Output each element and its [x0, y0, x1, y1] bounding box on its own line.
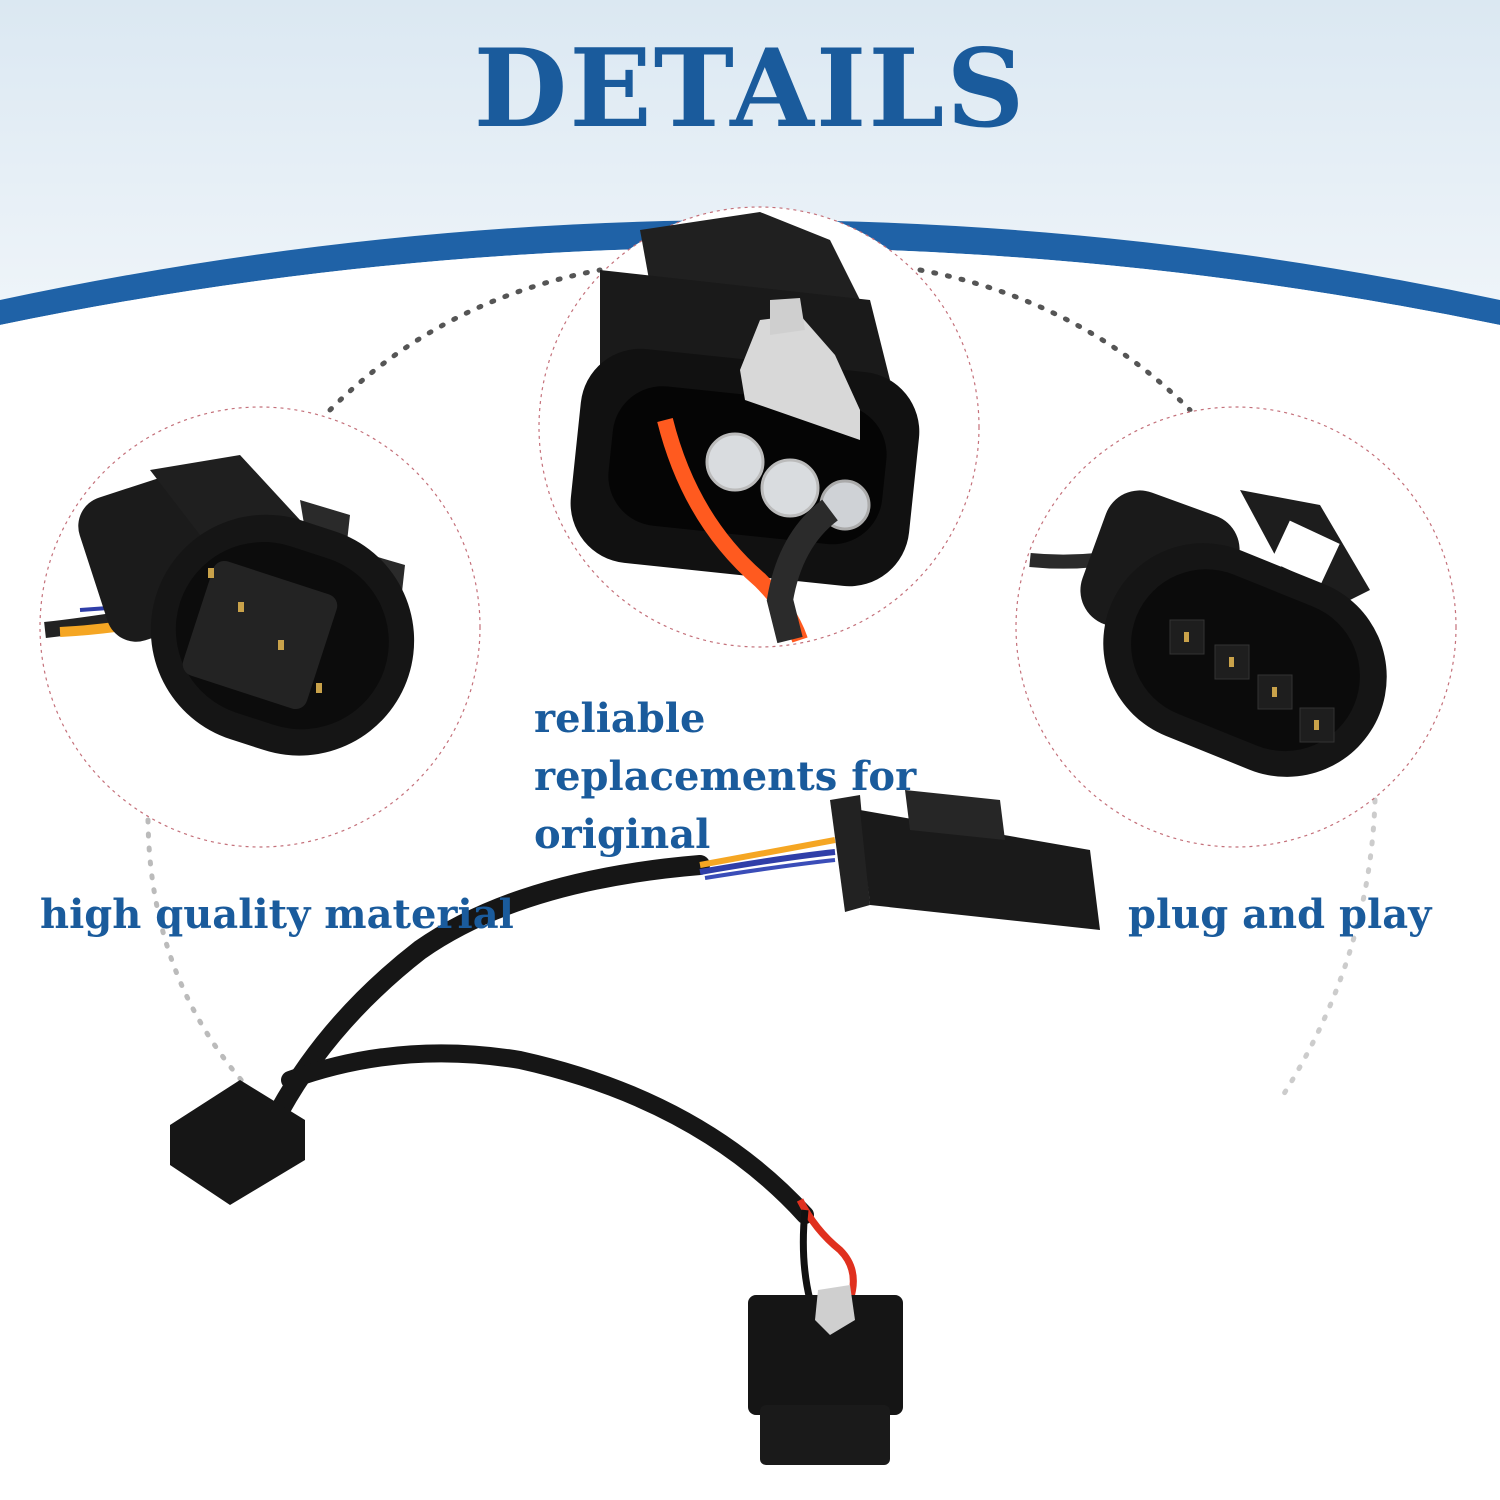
dotted-arc-right — [917, 267, 1193, 413]
header-band — [0, 220, 1500, 325]
dotted-arc-lower-left — [145, 817, 253, 1093]
caption-high-quality-material: high quality material — [40, 891, 514, 938]
wiring-harness-adapter-icon — [170, 790, 1100, 1465]
caption-reliable-replacements: reliable replacements for original — [534, 695, 917, 858]
dotted-arc-left — [327, 267, 603, 413]
page-title: DETAILS — [473, 26, 1027, 152]
four-pin-male-connector-icon — [44, 455, 415, 756]
four-pin-female-connector-icon — [1029, 490, 1387, 777]
header-sky — [0, 0, 1500, 300]
dotted-arc-lower-right — [1277, 797, 1378, 1103]
two-pin-connector-closeup-icon — [570, 212, 920, 644]
caption-plug-and-play: plug and play — [1128, 891, 1432, 938]
